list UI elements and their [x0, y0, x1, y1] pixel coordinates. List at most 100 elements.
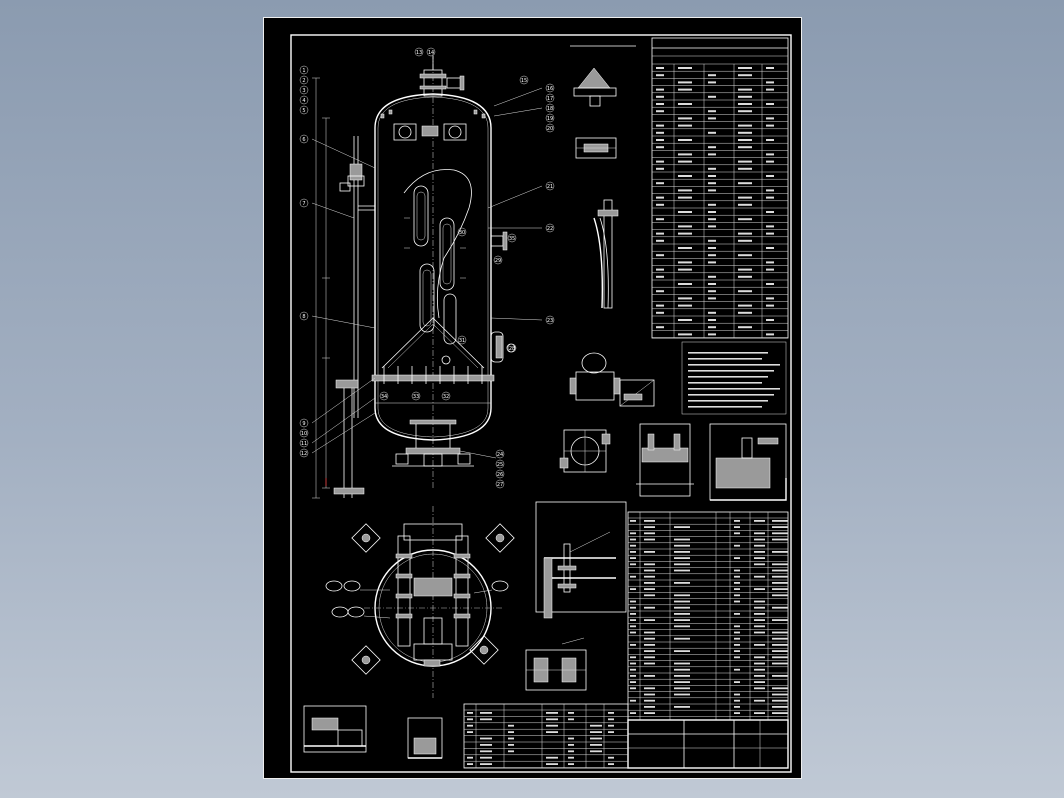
cell-mark — [708, 203, 716, 206]
cell-mark — [708, 311, 716, 314]
cell-mark — [656, 74, 664, 77]
cell-mark — [754, 662, 765, 665]
cell-mark — [772, 662, 788, 665]
cell-mark — [766, 81, 774, 84]
cell-mark — [708, 297, 716, 300]
cell-mark — [644, 693, 655, 696]
cell-mark — [674, 613, 690, 615]
cell-mark — [708, 254, 716, 257]
cell-mark — [754, 675, 765, 677]
cell-mark — [766, 297, 774, 300]
cell-mark — [766, 319, 774, 321]
cell-mark — [708, 225, 716, 228]
cell-mark — [766, 247, 774, 249]
cell-mark — [678, 88, 692, 91]
cell-mark — [772, 687, 788, 690]
balloon: 25 — [495, 459, 505, 469]
cell-mark — [568, 763, 574, 765]
cell-mark — [480, 763, 492, 765]
cell-mark — [674, 706, 690, 708]
cell-mark — [608, 763, 614, 765]
cell-mark — [766, 268, 774, 271]
cell-mark — [734, 594, 740, 597]
balloon: 28 — [507, 343, 517, 353]
cell-mark — [678, 175, 692, 177]
cell-mark — [644, 594, 655, 597]
balloon: 32 — [441, 391, 451, 401]
cell-mark — [674, 563, 690, 566]
cell-mark — [734, 582, 740, 584]
cell-mark — [590, 744, 602, 746]
svg-text:15: 15 — [521, 78, 527, 84]
cell-mark — [630, 551, 636, 553]
cell-mark — [678, 297, 692, 300]
cell-mark — [738, 103, 752, 105]
cell-mark — [674, 551, 690, 553]
balloon: 20 — [545, 123, 555, 133]
svg-text:4: 4 — [302, 98, 305, 104]
svg-text:33: 33 — [413, 394, 419, 400]
cell-mark — [644, 656, 655, 659]
cell-mark — [644, 687, 655, 690]
cell-mark — [772, 520, 788, 522]
cell-mark — [738, 196, 752, 199]
cell-mark — [734, 625, 740, 628]
svg-text:8: 8 — [302, 314, 305, 320]
cell-mark — [738, 67, 752, 69]
cell-mark — [734, 637, 740, 640]
cell-mark — [508, 731, 514, 733]
cell-mark — [766, 333, 774, 336]
balloon: 34 — [379, 391, 389, 401]
balloon: 22 — [545, 223, 555, 233]
cell-mark — [766, 225, 774, 228]
cell-mark — [678, 261, 692, 264]
cell-mark — [546, 724, 558, 727]
cell-mark — [630, 656, 636, 659]
cell-mark — [738, 268, 752, 271]
balloon: 29 — [493, 255, 503, 265]
cell-mark — [467, 712, 473, 714]
svg-text:13: 13 — [416, 50, 422, 56]
cell-mark — [708, 167, 716, 170]
cell-mark — [656, 218, 664, 221]
cell-mark — [708, 189, 716, 192]
cell-mark — [766, 117, 774, 120]
cell-mark — [674, 557, 690, 559]
cell-mark — [708, 211, 716, 213]
cell-mark — [738, 304, 752, 307]
balloon: 19 — [545, 113, 555, 123]
balloon: 18 — [545, 103, 555, 113]
cell-mark — [630, 662, 636, 665]
cell-mark — [754, 520, 765, 522]
cell-mark — [546, 712, 558, 714]
cell-mark — [644, 526, 655, 528]
cell-mark — [644, 606, 655, 609]
cell-mark — [772, 532, 788, 535]
cell-mark — [644, 619, 655, 621]
cell-mark — [630, 668, 636, 671]
cell-mark — [772, 582, 788, 584]
engineering-drawing: 1234567891011121314151617181920212223242… — [290, 34, 792, 773]
cell-mark — [708, 218, 716, 221]
svg-text:22: 22 — [547, 226, 553, 232]
cell-mark — [678, 319, 692, 321]
cell-mark — [708, 182, 716, 185]
svg-text:25: 25 — [497, 462, 503, 468]
design-data-table — [651, 37, 789, 339]
cell-mark — [708, 275, 716, 278]
cell-mark — [754, 681, 765, 683]
cell-mark — [734, 520, 740, 522]
cell-mark — [546, 731, 558, 733]
cell-mark — [734, 588, 740, 590]
cell-mark — [644, 706, 655, 708]
cell-mark — [772, 650, 788, 652]
cell-mark — [608, 756, 614, 759]
cell-mark — [480, 750, 492, 753]
cell-mark — [772, 693, 788, 696]
weld-details — [303, 705, 443, 759]
cell-mark — [546, 718, 558, 721]
cell-mark — [772, 538, 788, 541]
cell-mark — [480, 737, 492, 740]
cell-mark — [772, 699, 788, 702]
cell-mark — [480, 718, 492, 721]
